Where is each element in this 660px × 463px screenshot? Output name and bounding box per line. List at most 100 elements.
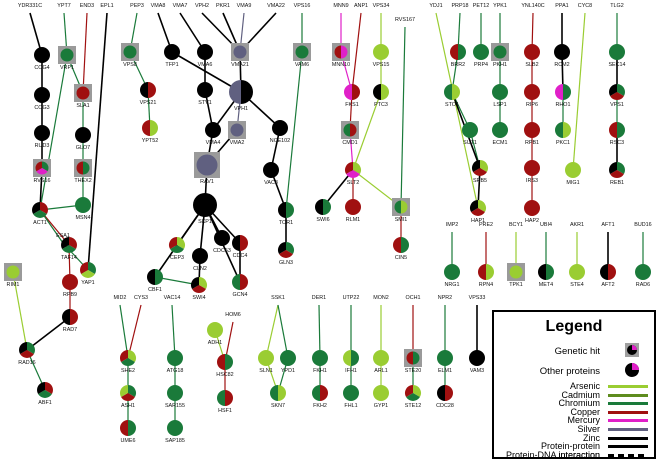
node-ypd1[interactable]: YPD1 (280, 350, 296, 374)
node-rim1[interactable]: RIM1 (4, 263, 22, 288)
node-srb5[interactable]: SRB5 (472, 160, 488, 184)
node-skp1[interactable]: SKP1 (193, 193, 217, 225)
node-vps34[interactable]: VPS34 (373, 3, 390, 9)
node-sln1[interactable]: SLN1 (258, 350, 274, 374)
node-rad16[interactable]: RAD16 (18, 342, 36, 366)
node-cep3[interactable]: CEP3 (169, 237, 186, 261)
node-cln2[interactable]: CLN2 (192, 248, 208, 272)
node-met4[interactable]: MET4 (538, 264, 554, 288)
node-msn4[interactable]: MSN4 (75, 197, 91, 221)
node-vma9[interactable]: VMA9 (237, 3, 252, 9)
node-pkr1[interactable]: PKR1 (216, 3, 230, 9)
node-vps33[interactable]: VPS33 (469, 295, 486, 301)
node-imp2[interactable]: IMP2 (446, 222, 459, 228)
node-she2[interactable]: SHE2 (120, 350, 137, 374)
node-cys3[interactable]: CYS3 (134, 295, 148, 301)
node-ume6[interactable]: UME6 (120, 420, 136, 444)
node-irs3[interactable]: IRS3 (524, 160, 540, 184)
node-yap1[interactable]: YAP1 (80, 262, 96, 286)
node-cdc4[interactable]: CDC4 (232, 235, 248, 259)
node-mnn9[interactable]: MNN9 (333, 3, 348, 9)
node-vps16[interactable]: VPS16 (294, 3, 311, 9)
node-ydr331c[interactable]: YDR331C (18, 3, 42, 9)
node-rlm1[interactable]: RLM1 (345, 199, 361, 223)
node-sec14[interactable]: SEC14 (608, 44, 626, 68)
node-prp4[interactable]: PRP4 (473, 44, 489, 68)
node-brr2[interactable]: BRR2 (450, 44, 466, 68)
node-vps8[interactable]: VPS8 (121, 43, 139, 68)
node-esa1[interactable]: ESA1 (56, 233, 70, 239)
node-tpk1[interactable]: TPK1 (507, 263, 525, 288)
node-reb1[interactable]: REB1 (609, 162, 625, 186)
node-ste12[interactable]: STE12 (405, 385, 421, 409)
node-ynl140c[interactable]: YNL140C (521, 3, 544, 9)
node-lsp1[interactable]: LSP1 (492, 84, 508, 108)
node-rpb1[interactable]: RPB1 (524, 122, 540, 146)
node-skn7[interactable]: SKN7 (270, 385, 286, 409)
node-rvs16[interactable]: RVS16 (33, 159, 51, 184)
node-mig1[interactable]: MIG1 (565, 162, 581, 186)
node-fks1[interactable]: FKS1 (344, 84, 360, 108)
node-sto1[interactable]: STO1 (444, 84, 460, 108)
node-taf14[interactable]: TAF14 (61, 237, 77, 261)
node-rsc3[interactable]: RSC3 (609, 122, 625, 146)
node-mnn10[interactable]: MNN10 (332, 43, 350, 68)
node-och1[interactable]: OCH1 (406, 295, 421, 301)
node-hsf1[interactable]: HSF1 (217, 390, 233, 414)
node-tor1[interactable]: TOR1 (278, 202, 294, 226)
node-ifh1[interactable]: IFH1 (343, 350, 359, 374)
node-prp18[interactable]: PRP18 (451, 3, 468, 9)
node-ypt52[interactable]: YPT52 (142, 120, 158, 144)
node-pep3[interactable]: PEP3 (130, 3, 144, 9)
node-rad7[interactable]: RAD7 (62, 309, 78, 333)
node-hap1[interactable]: HAP1 (470, 200, 486, 224)
node-der1[interactable]: DER1 (312, 295, 326, 301)
node-ste4[interactable]: STE4 (569, 264, 585, 288)
node-vps21[interactable]: VPS21 (140, 82, 157, 106)
node-rud3[interactable]: RUD3 (34, 125, 50, 149)
node-nce102[interactable]: NCE102 (270, 120, 290, 144)
node-cbf1[interactable]: CBF1 (147, 269, 163, 293)
node-rad6[interactable]: RAD6 (635, 264, 651, 288)
node-smi1[interactable]: SMI1 (392, 198, 410, 223)
node-gyp1[interactable]: GYP1 (373, 385, 389, 409)
node-aft1[interactable]: AFT1 (601, 222, 614, 228)
node-swi6[interactable]: SWI6 (315, 199, 331, 223)
node-mon2[interactable]: MON2 (373, 295, 389, 301)
node-utp22[interactable]: UTP22 (343, 295, 360, 301)
node-ecm1[interactable]: ECM1 (492, 122, 508, 146)
node-hom6[interactable]: HOM6 (225, 312, 241, 318)
node-adh1[interactable]: ADH1 (207, 322, 223, 346)
node-vac14[interactable]: VAC14 (164, 295, 181, 301)
node-bcy1[interactable]: BCY1 (509, 222, 523, 228)
node-arl1[interactable]: ARL1 (373, 350, 389, 374)
node-vps15[interactable]: VPS15 (373, 44, 390, 68)
node-vma7[interactable]: VMA7 (173, 3, 188, 9)
node-sap185[interactable]: SAP185 (165, 420, 185, 444)
node-cyc8[interactable]: CYC8 (578, 3, 592, 9)
node-gln3[interactable]: GLN3 (278, 242, 294, 266)
node-sla1[interactable]: SLA1 (74, 84, 92, 109)
node-ste20[interactable]: STE20 (404, 349, 422, 374)
node-npr2[interactable]: NPR2 (438, 295, 452, 301)
node-fhl1[interactable]: FHL1 (343, 385, 359, 409)
node-stv1[interactable]: STV1 (197, 82, 213, 106)
node-ash1[interactable]: ASH1 (120, 385, 137, 409)
node-cmd1[interactable]: CMD1 (341, 121, 359, 146)
node-hap2[interactable]: HAP2 (524, 200, 540, 224)
node-bud16[interactable]: BUD16 (634, 222, 651, 228)
node-vma22[interactable]: VMA22 (267, 3, 285, 9)
node-cdc53[interactable]: CDC53 (213, 230, 231, 254)
node-ssk1[interactable]: SSK1 (271, 295, 285, 301)
node-cin5[interactable]: CIN5 (393, 237, 409, 261)
node-vph2[interactable]: VPH2 (195, 3, 209, 9)
node-sut1[interactable]: SUT1 (462, 122, 478, 146)
node-vac8[interactable]: VAC8 (263, 162, 279, 186)
node-tfp1[interactable]: TFP1 (164, 44, 180, 68)
node-rcm2[interactable]: RCM2 (554, 44, 570, 68)
node-akr1[interactable]: AKR1 (570, 222, 584, 228)
node-cdc28[interactable]: CDC28 (436, 385, 454, 409)
node-ubi4[interactable]: UBI4 (540, 222, 552, 228)
node-hsc82[interactable]: HSC82 (216, 354, 234, 378)
node-rpn4[interactable]: RPN4 (478, 264, 494, 288)
